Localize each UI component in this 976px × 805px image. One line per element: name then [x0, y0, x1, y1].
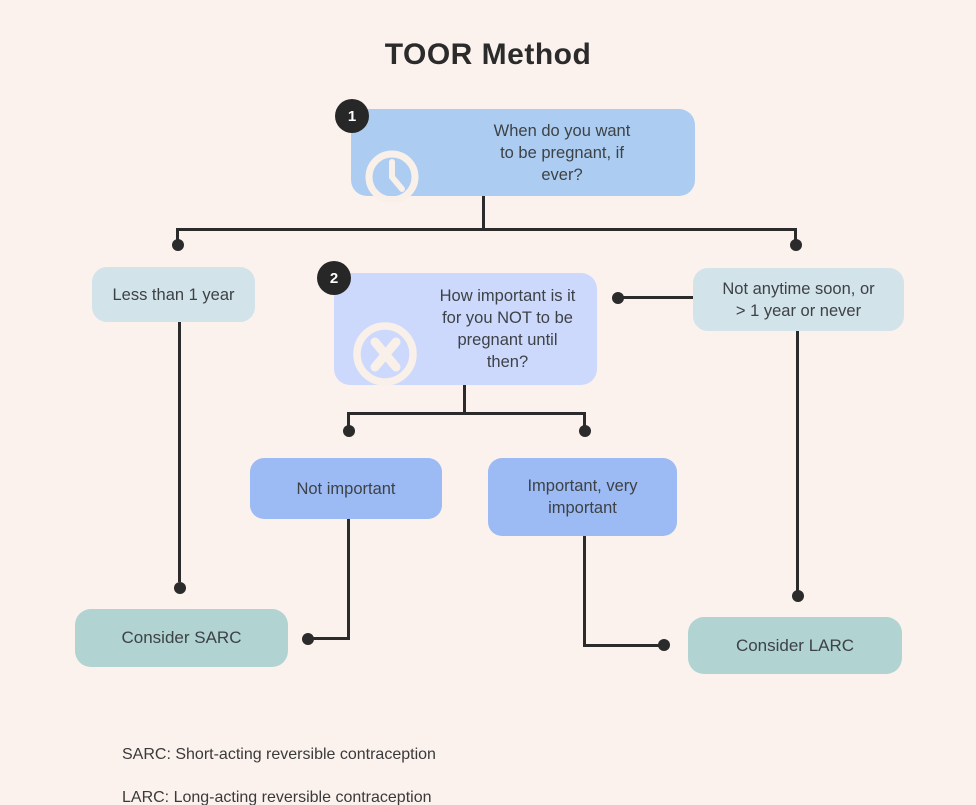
connector-branch2-horizontal: [347, 412, 586, 415]
connector-dot-branch2-right: [579, 425, 591, 437]
connector-dot-into-sarc: [302, 633, 314, 645]
step-2-badge: 2: [317, 261, 351, 295]
connector-notimportant-left: [313, 637, 350, 640]
connector-notimportant-down: [347, 519, 350, 640]
legend-larc: LARC: Long-acting reversible contracepti…: [122, 788, 432, 805]
step-1-badge: 1: [335, 99, 369, 133]
result-consider-larc: Consider LARC: [688, 617, 902, 674]
option-not-anytime-soon: Not anytime soon, or > 1 year or never: [693, 268, 904, 331]
connector-branch2-left-stub: [347, 412, 350, 426]
connector-dot-branch2-left: [343, 425, 355, 437]
node-question-1: When do you want to be pregnant, if ever…: [351, 109, 695, 204]
connector-important-right: [583, 644, 664, 647]
result-consider-sarc: Consider SARC: [75, 609, 288, 667]
connector-dot-above-sarc: [174, 582, 186, 594]
question-2-text: How important is it for you NOT to be pr…: [439, 287, 576, 371]
connector-branch1-right-stub: [794, 228, 797, 240]
x-circle-icon: [352, 299, 418, 393]
answer-important: Important, very important: [488, 458, 677, 536]
connector-notanytime-to-q2: [618, 296, 694, 299]
legend: SARC: Short-acting reversible contracept…: [122, 722, 436, 805]
clock-icon: [365, 128, 419, 210]
connector-q2-down: [463, 385, 466, 415]
connector-dot-branch1-right: [790, 239, 802, 251]
connector-branch2-right-stub: [583, 412, 586, 426]
option-less-than-1-year: Less than 1 year: [92, 267, 255, 322]
connector-less1yr-down: [178, 322, 181, 582]
connector-q1-down: [482, 196, 485, 230]
connector-branch1-left-stub: [176, 228, 179, 240]
page-title: TOOR Method: [384, 38, 592, 71]
connector-dot-into-larc: [658, 639, 670, 651]
answer-not-important: Not important: [250, 458, 442, 519]
connector-dot-branch1-left: [172, 239, 184, 251]
connector-branch1-horizontal: [176, 228, 797, 231]
legend-sarc: SARC: Short-acting reversible contracept…: [122, 745, 436, 763]
question-1-text: When do you want to be pregnant, if ever…: [493, 121, 631, 184]
connector-notanytime-down: [796, 331, 799, 591]
node-question-2: How important is it for you NOT to be pr…: [334, 273, 597, 386]
connector-dot-above-larc: [792, 590, 804, 602]
connector-important-down: [583, 536, 586, 647]
